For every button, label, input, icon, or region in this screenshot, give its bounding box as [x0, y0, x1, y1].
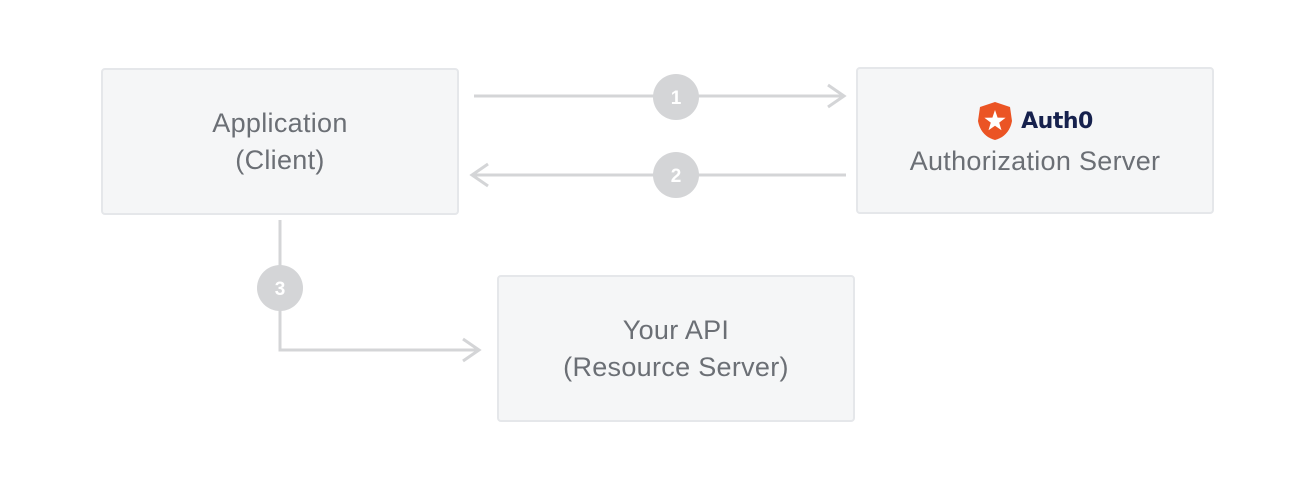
arrow-step-3 [278, 220, 482, 363]
application-client-box: Application (Client) [101, 68, 459, 215]
resource-server-label: (Resource Server) [563, 351, 789, 382]
resource-server-box: Your API (Resource Server) [497, 275, 855, 422]
step-number-3: 3 [275, 279, 286, 300]
step-badge-3: 3 [257, 265, 303, 311]
step-number-1: 1 [671, 88, 682, 109]
auth0-brand-name: Auth0 [1021, 108, 1093, 134]
auth0-logo: Auth0 [977, 101, 1093, 141]
auth0-shield-star-icon [978, 102, 1013, 140]
step-badge-1: 1 [653, 74, 699, 120]
authorization-server-box: Auth0 Authorization Server [856, 67, 1214, 214]
step-badge-2: 2 [653, 152, 699, 198]
application-label: Application [212, 107, 348, 138]
client-label: (Client) [235, 144, 325, 175]
authorization-server-label: Authorization Server [909, 146, 1161, 176]
step-number-2: 2 [671, 166, 682, 187]
your-api-label: Your API [622, 314, 730, 345]
